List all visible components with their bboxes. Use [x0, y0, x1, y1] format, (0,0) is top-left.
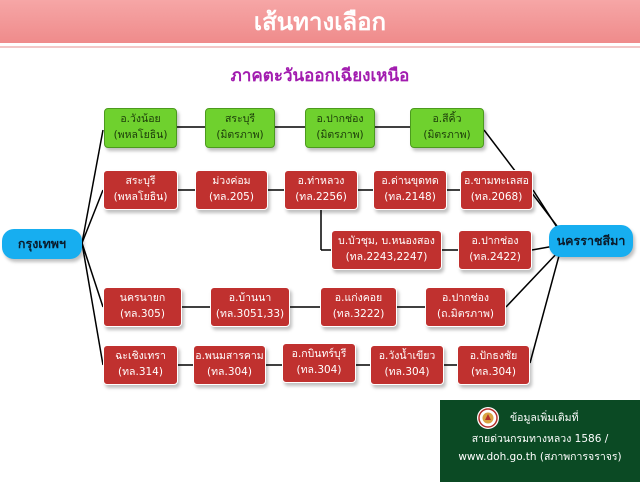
route-box: ม่วงค่อม (ทล.205): [195, 170, 268, 210]
box-line1: ฉะเชิงเทรา: [115, 350, 166, 363]
box-line1: อ.ปากช่อง: [471, 235, 519, 248]
doh-seal-icon: [477, 407, 499, 429]
box-line1: อ.แก่งคอย: [334, 292, 383, 305]
box-line1: อ.วังน้อย: [120, 113, 161, 126]
box-line2: (ทล.304): [471, 366, 516, 378]
route-box: อ.ขามทะเลสอ (ทล.2068): [460, 170, 533, 210]
box-line1: สระบุรี: [125, 175, 156, 188]
box-line2: (ทล.3222): [332, 308, 385, 320]
box-line1: อ.ด่านขุดทด: [381, 175, 439, 188]
title-bar: เส้นทางเลือก: [0, 0, 640, 46]
route-box: อ.ด่านขุดทด (ทล.2148): [373, 170, 447, 210]
box-line2: (ทล.314): [118, 366, 163, 378]
box-line2: (พหลโยธิน): [113, 191, 168, 203]
box-line2: (ทล.2422): [469, 251, 521, 263]
box-line1: อ.บ้านนา: [228, 292, 272, 305]
box-line1: อ.กบินทร์บุรี: [291, 348, 347, 361]
route-box: อ.วังน้อย (พหลโยธิน): [104, 108, 177, 148]
route-box: ฉะเชิงเทรา (ทล.314): [103, 345, 178, 385]
box-line2: (ทล.304): [384, 366, 430, 378]
box-line2: (ทล.205): [209, 191, 254, 203]
info-line2: สายด่วนกรมทางหลวง 1586 /: [471, 433, 609, 445]
info-line1: ข้อมูลเพิ่มเติมที่: [510, 411, 579, 424]
box-line2: (ทล.305): [120, 308, 165, 320]
box-line2: (ทล.2148): [384, 191, 436, 203]
box-line1: ม่วงค่อม: [212, 175, 251, 188]
box-line2: (ทล.2243,2247): [345, 251, 428, 263]
box-line1: อ.วังน้ำเขียว: [378, 350, 436, 363]
destination-node: นครราชสีมา: [549, 225, 633, 257]
route-box: อ.ปากช่อง (ทล.2422): [458, 230, 532, 270]
info-line3: www.doh.go.th (สภาพการจราจร): [458, 451, 622, 464]
route-box: อ.ปากช่อง (ถ.มิตรภาพ): [425, 287, 506, 327]
box-line2: (ทล.3051,33): [215, 308, 285, 320]
box-line2: (มิตรภาพ): [316, 129, 364, 141]
box-line1: อ.ปากช่อง: [441, 292, 490, 305]
box-line2: (ทล.2256): [295, 191, 347, 203]
box-line1: อ.ปากช่อง: [316, 113, 364, 126]
box-line2: (ทล.304): [207, 366, 252, 378]
route-box: สระบุรี (มิตรภาพ): [205, 108, 275, 148]
info-box: ข้อมูลเพิ่มเติมที่ สายด่วนกรมทางหลวง 158…: [440, 400, 640, 482]
box-line1: อ.ท่าหลวง: [297, 175, 345, 188]
box-line2: (พหลโยธิน): [113, 129, 168, 141]
route-box: อ.แก่งคอย (ทล.3222): [320, 287, 397, 327]
box-line2: (มิตรภาพ): [216, 129, 264, 141]
route-box: บ.บัวชุม, บ.หนองสอง (ทล.2243,2247): [331, 230, 442, 270]
box-line2: (ถ.มิตรภาพ): [436, 308, 494, 320]
box-line1: อ.ขามทะเลสอ: [464, 175, 529, 188]
box-line1: นครนายก: [119, 292, 166, 305]
box-line1: อ.ปักธงชัย: [469, 350, 518, 363]
route-box: อ.ปากช่อง (มิตรภาพ): [305, 108, 375, 148]
origin-node: กรุงเทพฯ: [2, 229, 82, 259]
region-title: ภาคตะวันออกเฉียงเหนือ: [230, 66, 410, 86]
route-box: อ.ปักธงชัย (ทล.304): [457, 345, 530, 385]
route-box: อ.กบินทร์บุรี (ทล.304): [282, 343, 356, 383]
box-line1: อ.สีคิ้ว: [432, 113, 462, 126]
box-line2: (มิตรภาพ): [423, 129, 471, 141]
route-box: อ.สีคิ้ว (มิตรภาพ): [410, 108, 484, 148]
page-title: เส้นทางเลือก: [253, 8, 387, 36]
route-box: นครนายก (ทล.305): [103, 287, 182, 327]
route-box: อ.พนมสารคาม (ทล.304): [193, 345, 266, 385]
route-box: อ.วังน้ำเขียว (ทล.304): [370, 345, 444, 385]
box-line1: สระบุรี: [225, 113, 255, 126]
route-box: สระบุรี (พหลโยธิน): [103, 170, 178, 210]
box-line2: (ทล.2068): [470, 191, 523, 203]
box-line1: บ.บัวชุม, บ.หนองสอง: [338, 235, 435, 248]
route-box: อ.ท่าหลวง (ทล.2256): [284, 170, 358, 210]
box-line2: (ทล.304): [296, 364, 342, 376]
route-box: อ.บ้านนา (ทล.3051,33): [210, 287, 290, 327]
box-line1: อ.พนมสารคาม: [195, 350, 264, 363]
